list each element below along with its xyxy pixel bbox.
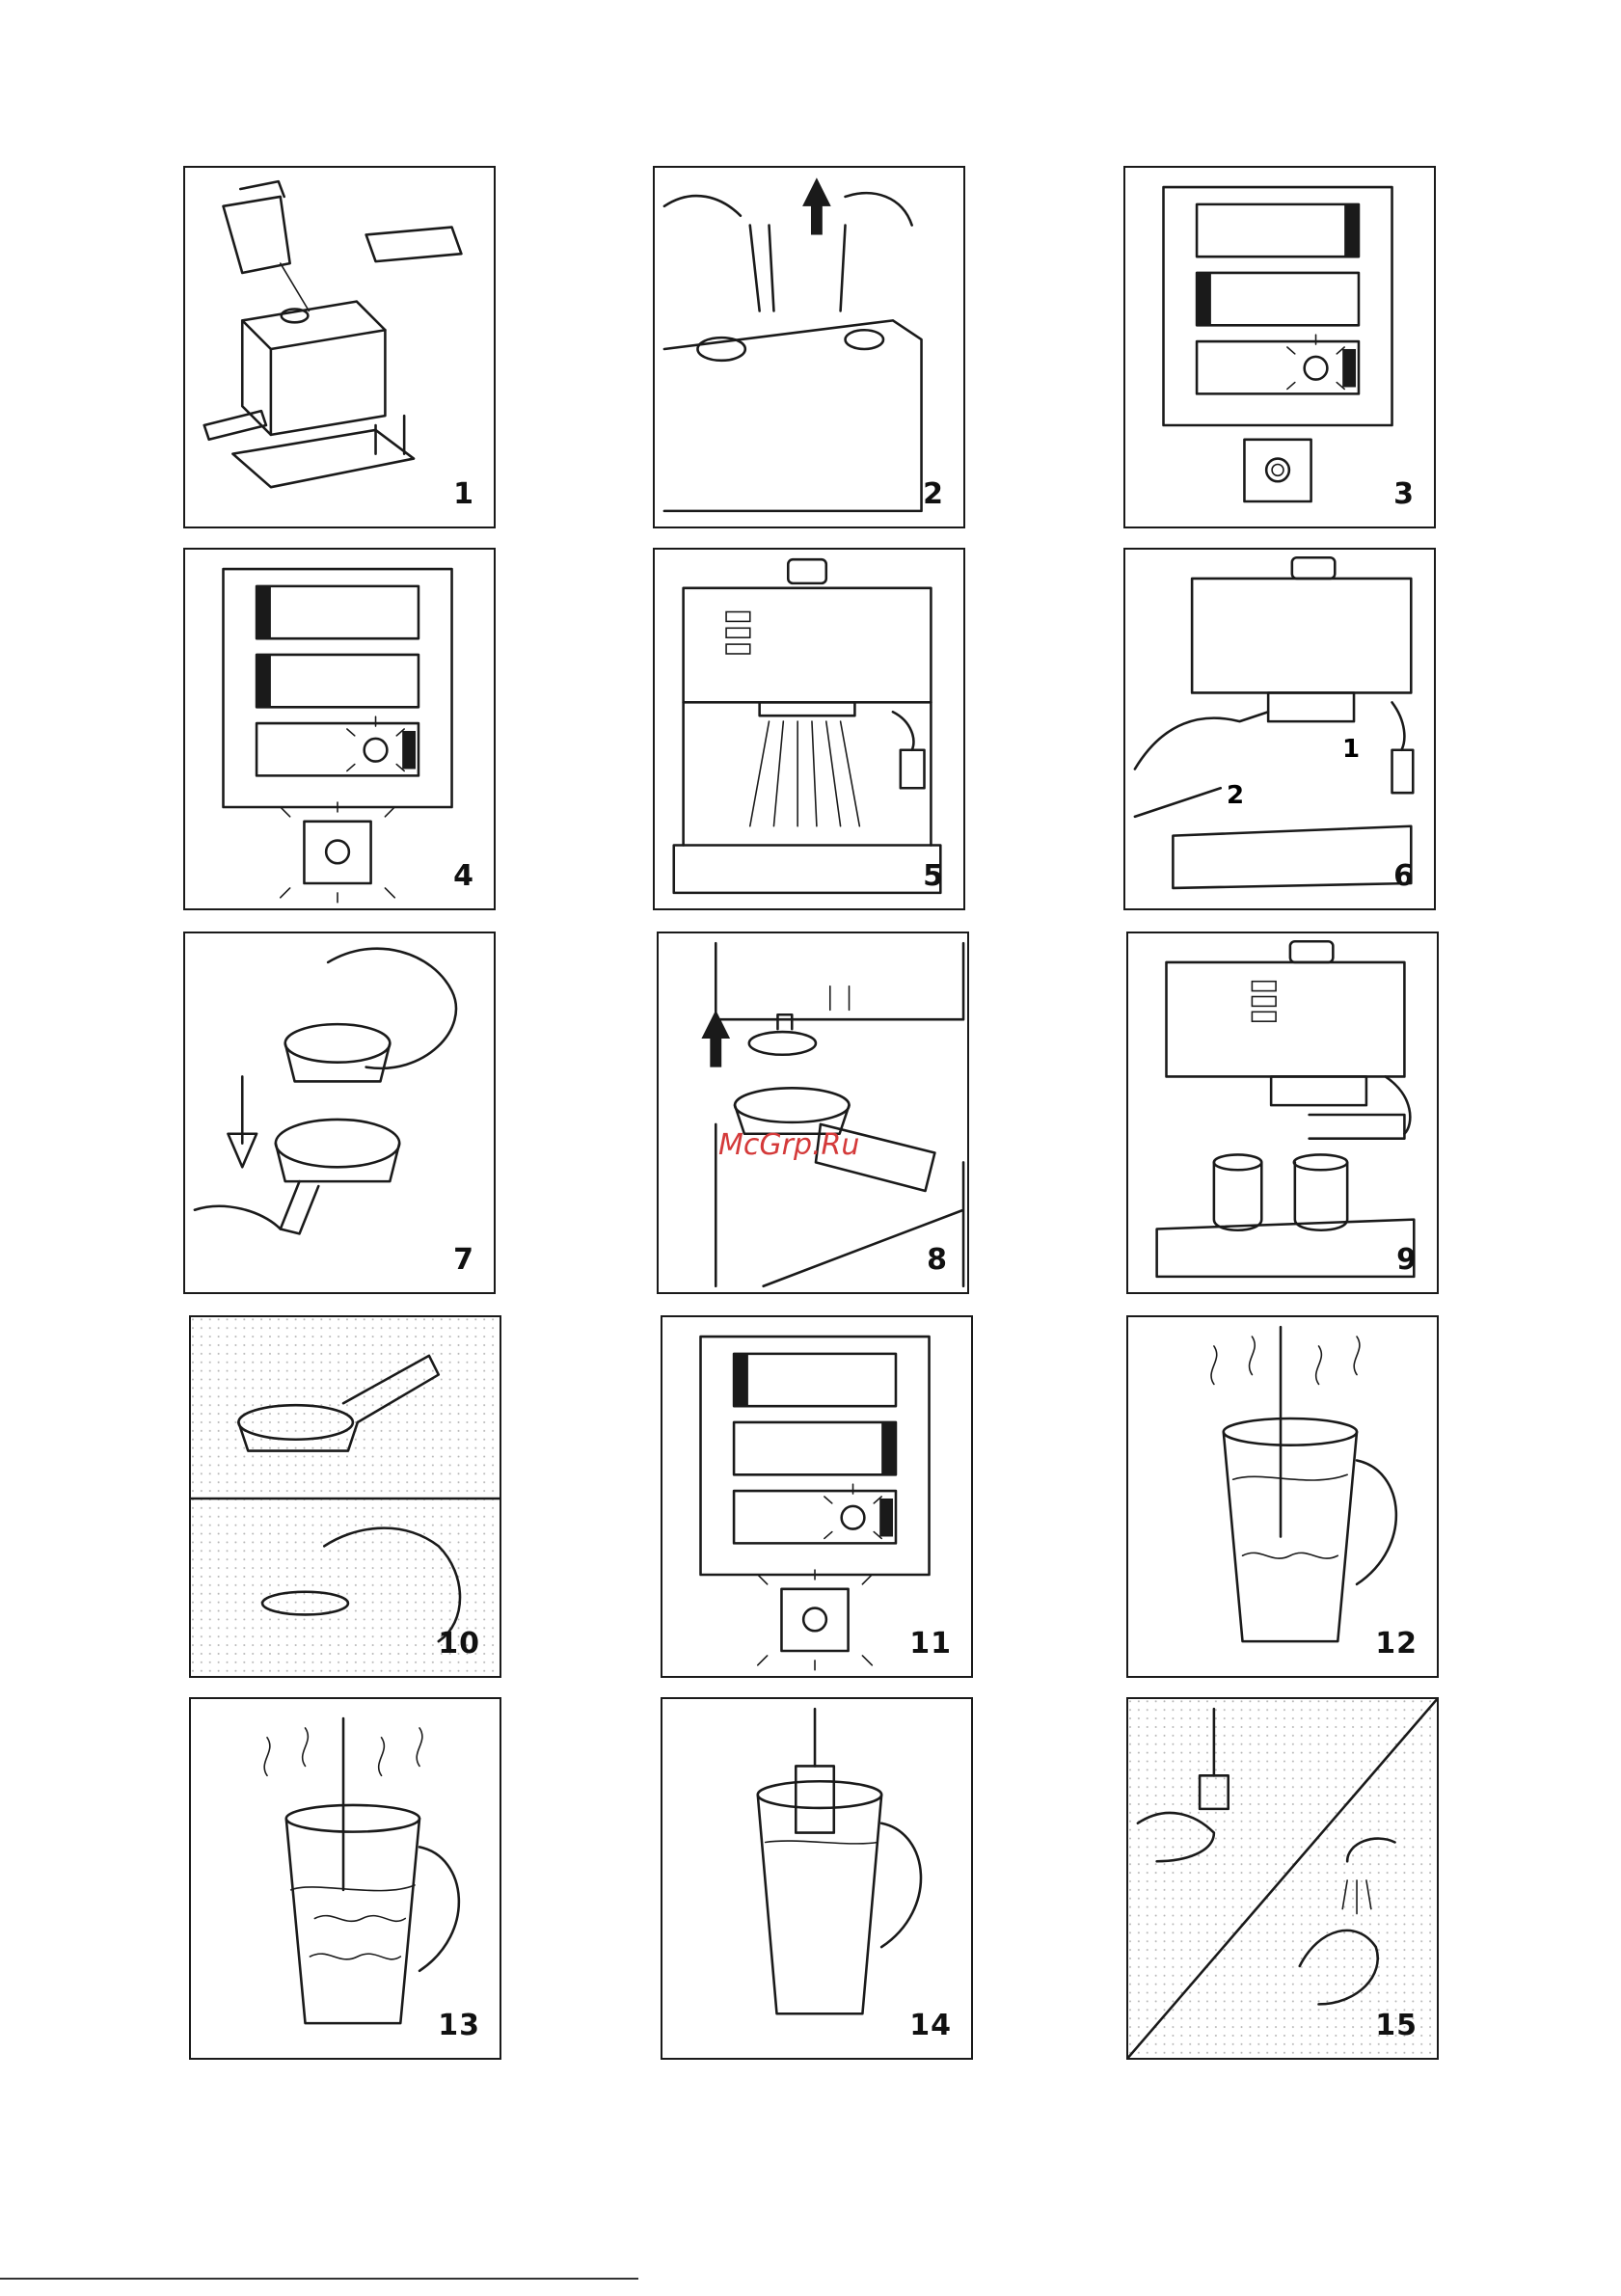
panel-number: 4 (453, 859, 474, 893)
watermark-text: McGrp.Ru (718, 1128, 859, 1162)
frother-cleaning-illustration (1128, 1699, 1437, 2058)
coffee-dispensing-illustration (1128, 933, 1437, 1292)
figure-panel-8: 8 (657, 932, 969, 1294)
figure-panel-6: 6 1 2 (1123, 548, 1436, 910)
filter-holder-lock-illustration (659, 933, 967, 1292)
figure-panel-15: 15 (1126, 1697, 1439, 2060)
panel-number: 6 (1393, 859, 1415, 893)
figure-panel-4: 4 (183, 548, 496, 910)
figure-panel-10: 10 (189, 1315, 501, 1678)
panel-number: 14 (909, 2009, 952, 2042)
panel-number: 2 (923, 477, 944, 511)
figure-panel-1: 1 (183, 166, 496, 528)
panel-number: 9 (1396, 1243, 1418, 1277)
panel-number: 7 (453, 1243, 474, 1277)
filter-insertion-illustration (185, 933, 494, 1292)
panel-number: 3 (1393, 477, 1415, 511)
rinsing-illustration (655, 550, 963, 908)
panel-number: 13 (438, 2009, 480, 2042)
frothing-milk-illustration (191, 1699, 500, 2058)
filter-cleaning-illustration (191, 1317, 500, 1676)
figure-panel-12: 12 (1126, 1315, 1439, 1678)
panel-number: 15 (1375, 2009, 1418, 2042)
frother-immersed-illustration (662, 1699, 971, 2058)
footer-rule (0, 2278, 638, 2280)
figure-panel-3: 3 (1123, 166, 1436, 528)
panel-number: 1 (453, 477, 474, 511)
control-panel-illustration (1125, 168, 1434, 527)
figure-panel-5: 5 (653, 548, 965, 910)
panel-number: 5 (923, 859, 944, 893)
steam-control-panel-illustration (662, 1317, 971, 1676)
figure-panel-13: 13 (189, 1697, 501, 2060)
water-tank-removal-illustration (655, 168, 963, 527)
callout-label: 1 (1342, 735, 1360, 764)
figure-panel-2: 2 (653, 166, 965, 528)
callout-label: 2 (1227, 781, 1244, 810)
figure-panel-11: 11 (661, 1315, 973, 1678)
figure-panel-7: 7 (183, 932, 496, 1294)
control-panel-flashing-illustration (185, 550, 494, 908)
figure-panel-9: 9 (1126, 932, 1439, 1294)
figure-panel-14: 14 (661, 1697, 973, 2060)
panel-number: 12 (1375, 1627, 1418, 1661)
panel-number: 11 (909, 1627, 952, 1661)
steam-wand-in-jug-illustration (1128, 1317, 1437, 1676)
filter-holder-attach-illustration (1125, 550, 1434, 908)
panel-number: 8 (927, 1243, 948, 1277)
machine-filling-illustration (185, 168, 494, 527)
panel-number: 10 (438, 1627, 480, 1661)
